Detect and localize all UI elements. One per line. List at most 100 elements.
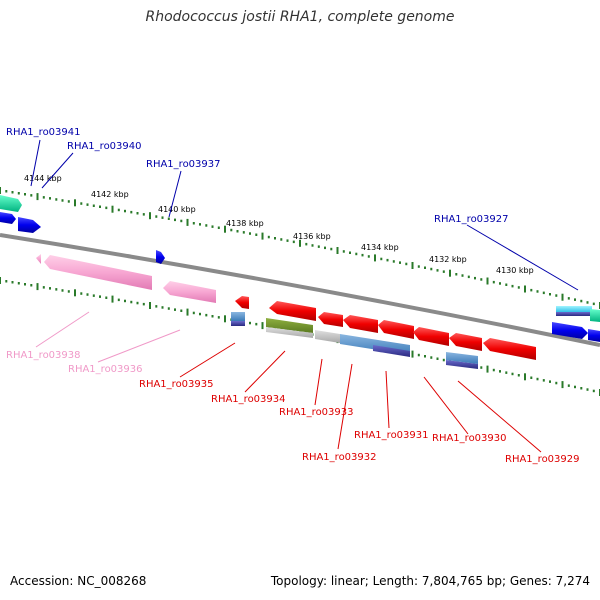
gene-label-ro03931: RHA1_ro03931 xyxy=(354,430,429,441)
inner-tick xyxy=(92,294,95,297)
outer-tick xyxy=(249,232,251,235)
gene-blue-right-1 xyxy=(552,322,588,339)
inner-tick xyxy=(224,315,226,323)
outer-tick xyxy=(274,237,276,240)
outer-tick xyxy=(261,232,264,240)
outer-tick xyxy=(330,247,333,251)
inner-tick xyxy=(492,368,495,372)
outer-tick xyxy=(186,218,189,226)
map-title: Rhodococcus jostii RHA1, complete genome xyxy=(145,9,455,25)
outer-tick xyxy=(236,230,239,233)
inner-tick xyxy=(211,315,214,318)
genome-summary-text: Topology: linear; Length: 7,804,765 bp; … xyxy=(270,574,590,588)
gene-red-ro03934 xyxy=(269,301,316,321)
gene-label-ro03934: RHA1_ro03934 xyxy=(211,394,286,405)
gene-red-ro03929 xyxy=(483,338,536,360)
gene-pink-ro03938 xyxy=(44,255,152,290)
inner-tick xyxy=(205,313,208,317)
genome-backbone xyxy=(0,233,600,347)
genes-forward xyxy=(0,195,165,264)
outer-tick xyxy=(55,198,58,201)
outer-tick xyxy=(449,269,451,277)
outer-tick xyxy=(380,257,383,261)
inner-tick xyxy=(217,316,220,319)
outer-tick xyxy=(580,299,583,303)
outer-tick xyxy=(0,187,1,194)
outer-tick xyxy=(430,267,433,271)
inner-tick xyxy=(36,283,39,291)
outer-tick xyxy=(336,247,339,254)
inner-tick xyxy=(61,289,64,292)
outer-tick xyxy=(305,242,308,246)
gene-label-ro03938: RHA1_ro03938 xyxy=(6,350,81,361)
leader-ro03940 xyxy=(41,152,74,189)
outer-tick xyxy=(99,205,101,208)
outer-tick xyxy=(355,252,358,256)
inner-tick xyxy=(499,370,501,373)
inner-tick xyxy=(486,365,489,373)
outer-tick xyxy=(299,239,301,247)
outer-tick xyxy=(17,192,20,195)
inner-tick xyxy=(80,292,83,295)
inner-tick xyxy=(530,376,533,379)
outer-tick xyxy=(292,240,295,244)
outer-tick xyxy=(436,269,439,272)
gene-labels: RHA1_ro03941 RHA1_ro03940 RHA1_ro03937 R… xyxy=(6,127,580,465)
outer-tick xyxy=(474,276,476,280)
outer-tick xyxy=(136,212,139,215)
gene-blue-left-1 xyxy=(0,212,16,224)
outer-tick xyxy=(130,210,133,214)
outer-tick xyxy=(167,217,170,220)
outer-tick xyxy=(36,193,39,201)
leader-lines xyxy=(30,139,579,453)
scale-ticks-inner xyxy=(0,277,600,396)
outer-tick xyxy=(530,288,533,292)
inner-tick xyxy=(124,299,126,303)
outer-tick xyxy=(586,301,589,304)
gene-teal-right xyxy=(590,309,600,322)
gene-cyan-ro03927 xyxy=(556,306,592,312)
gene-blue-ro03937 xyxy=(156,250,165,264)
inner-tick xyxy=(542,379,545,382)
outer-tick xyxy=(11,191,14,194)
gene-label-ro03940: RHA1_ro03940 xyxy=(67,141,142,152)
inner-tick xyxy=(105,296,108,299)
inner-tick xyxy=(424,355,426,358)
leader-ro03931 xyxy=(385,370,390,429)
gene-label-ro03937: RHA1_ro03937 xyxy=(146,159,221,170)
outer-tick xyxy=(342,250,345,253)
accession-text: Accession: NC_008268 xyxy=(10,574,147,588)
outer-tick xyxy=(105,206,108,210)
outer-tick xyxy=(392,260,395,263)
leader-ro03930 xyxy=(423,376,469,435)
inner-tick xyxy=(49,287,51,290)
inner-tick xyxy=(142,302,145,306)
inner-tick xyxy=(517,374,520,377)
inner-tick xyxy=(480,366,483,369)
outer-tick xyxy=(149,212,151,220)
gene-grey-ro03933 xyxy=(315,330,340,343)
inner-tick xyxy=(117,298,120,302)
gene-label-ro03935: RHA1_ro03935 xyxy=(139,379,214,390)
gene-pink-ro03936 xyxy=(163,281,216,303)
gene-red-ro03930b xyxy=(449,333,482,351)
scale-label-4142: 4142 kbp xyxy=(91,190,129,199)
outer-tick xyxy=(74,199,76,207)
inner-tick xyxy=(592,389,595,393)
outer-tick xyxy=(486,277,489,285)
inner-tick xyxy=(67,290,70,293)
inner-tick xyxy=(574,385,576,389)
scale-ticks-outer xyxy=(0,187,600,309)
genes-right xyxy=(552,306,600,342)
gene-red-ro03930a xyxy=(413,327,449,346)
inner-tick xyxy=(417,353,420,357)
inner-tick xyxy=(130,300,133,304)
outer-tick xyxy=(442,270,445,273)
gene-label-ro03941: RHA1_ro03941 xyxy=(6,127,81,138)
outer-tick xyxy=(42,196,45,199)
gene-label-ro03933: RHA1_ro03933 xyxy=(279,407,354,418)
scale-label-4136: 4136 kbp xyxy=(293,232,331,241)
inner-tick xyxy=(199,312,201,316)
gene-red-ro03932 xyxy=(343,315,378,333)
